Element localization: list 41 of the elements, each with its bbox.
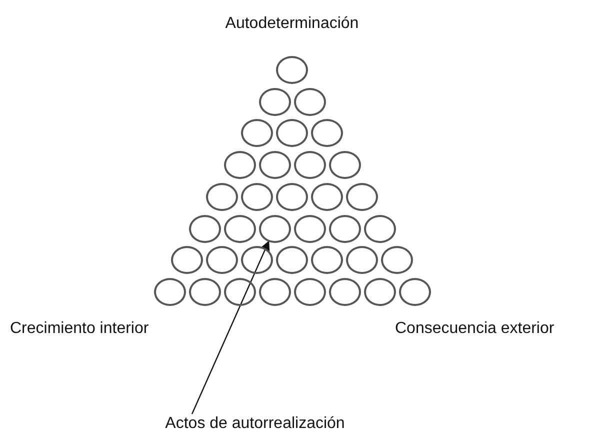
circle-shape [206,182,238,211]
circle-shape [311,182,343,211]
circle-shape [188,214,220,242]
circle-shape [276,119,308,148]
circle-shape [224,214,256,242]
circle-shape [241,182,273,211]
circle-shape [276,246,308,274]
circle-shape [241,246,273,274]
circle-shape [328,278,360,306]
circle-shape [171,246,203,274]
circle-shape [398,278,430,306]
circle-shape [328,151,360,180]
circle-shape [276,56,308,84]
circle-shape [311,246,343,274]
circle-shape [258,88,290,116]
circle-shape [311,119,343,148]
circle-shape [328,214,360,242]
circle-shape [206,246,238,274]
circle-shape [224,151,256,180]
circle-shape [258,151,290,180]
circle-shape [294,278,326,306]
label-text: Crecimiento interior [10,320,149,338]
circle-shape [294,214,326,242]
circle-shape [241,119,273,148]
circle-shape [276,182,308,211]
circle-shape [258,278,290,306]
circle-shape [381,246,413,274]
circle-shape [364,214,396,242]
circle-shape [224,278,256,306]
caption-text: Actos de autorrealización [165,415,345,433]
circle-shape [346,246,378,274]
circle-shape [258,214,290,242]
label-text: Autodeterminación [225,15,359,33]
circle-shape [294,88,326,116]
circle-shape [346,182,378,211]
circle-shape [364,278,396,306]
circle-shape [154,278,186,306]
circle-shape [294,151,326,180]
leader-line [191,240,270,414]
circle-shape [188,278,220,306]
label-text: Consecuencia exterior [395,320,554,338]
